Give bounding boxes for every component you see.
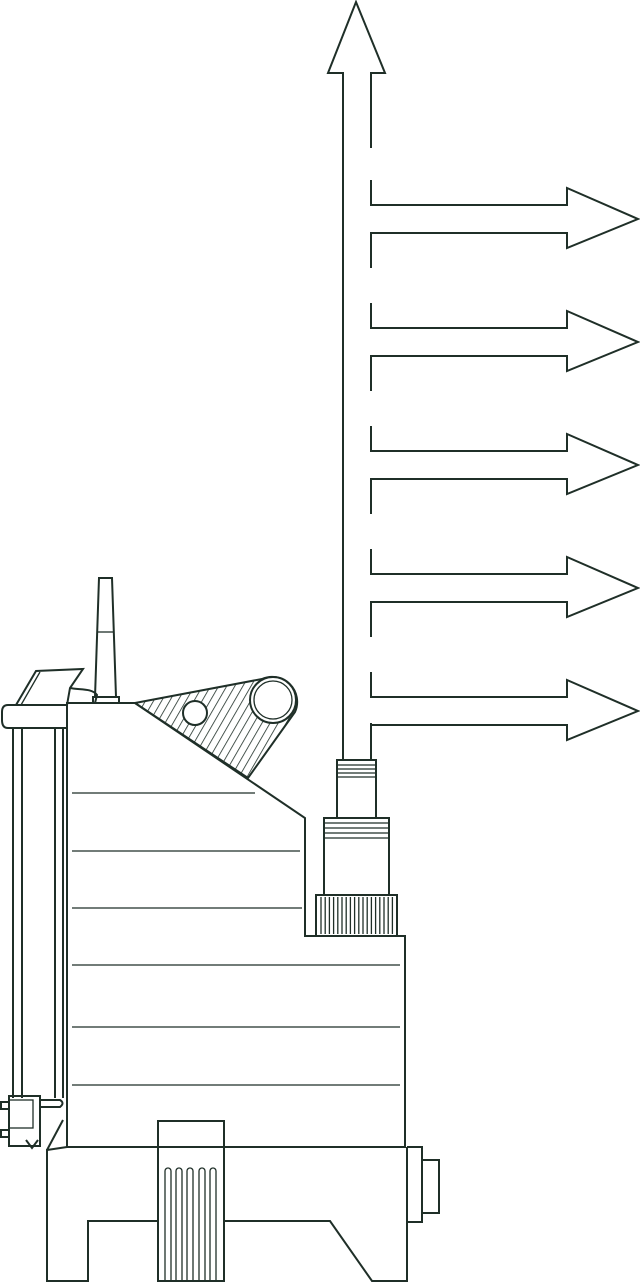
- cable-entry: [132, 675, 299, 780]
- vertical-flow-arrow: [326, 0, 387, 760]
- grille-slot: [164, 1167, 172, 1281]
- branch-flow-arrow: [370, 303, 640, 391]
- side-cap: [407, 1146, 440, 1223]
- branch-flow-arrow: [370, 426, 640, 514]
- flow-arrows: [326, 0, 640, 760]
- cable-hole: [182, 700, 208, 726]
- grille-slot: [175, 1167, 183, 1281]
- grille-slot: [198, 1167, 206, 1281]
- float-switch: [0, 1095, 64, 1151]
- float-switch-rod: [92, 577, 120, 704]
- intake-grille: [157, 1120, 225, 1282]
- branch-flow-arrow: [370, 549, 640, 637]
- grille-slot: [209, 1167, 217, 1281]
- branch-flow-arrow: [370, 180, 640, 268]
- outlet-connector: [315, 759, 398, 937]
- branch-flow-arrow: [370, 672, 640, 760]
- knurled-nut: [315, 894, 398, 937]
- grille-slot: [186, 1167, 194, 1281]
- cable-gland: [249, 676, 297, 724]
- carry-handle: [0, 667, 99, 1098]
- pump-base: [46, 1120, 440, 1282]
